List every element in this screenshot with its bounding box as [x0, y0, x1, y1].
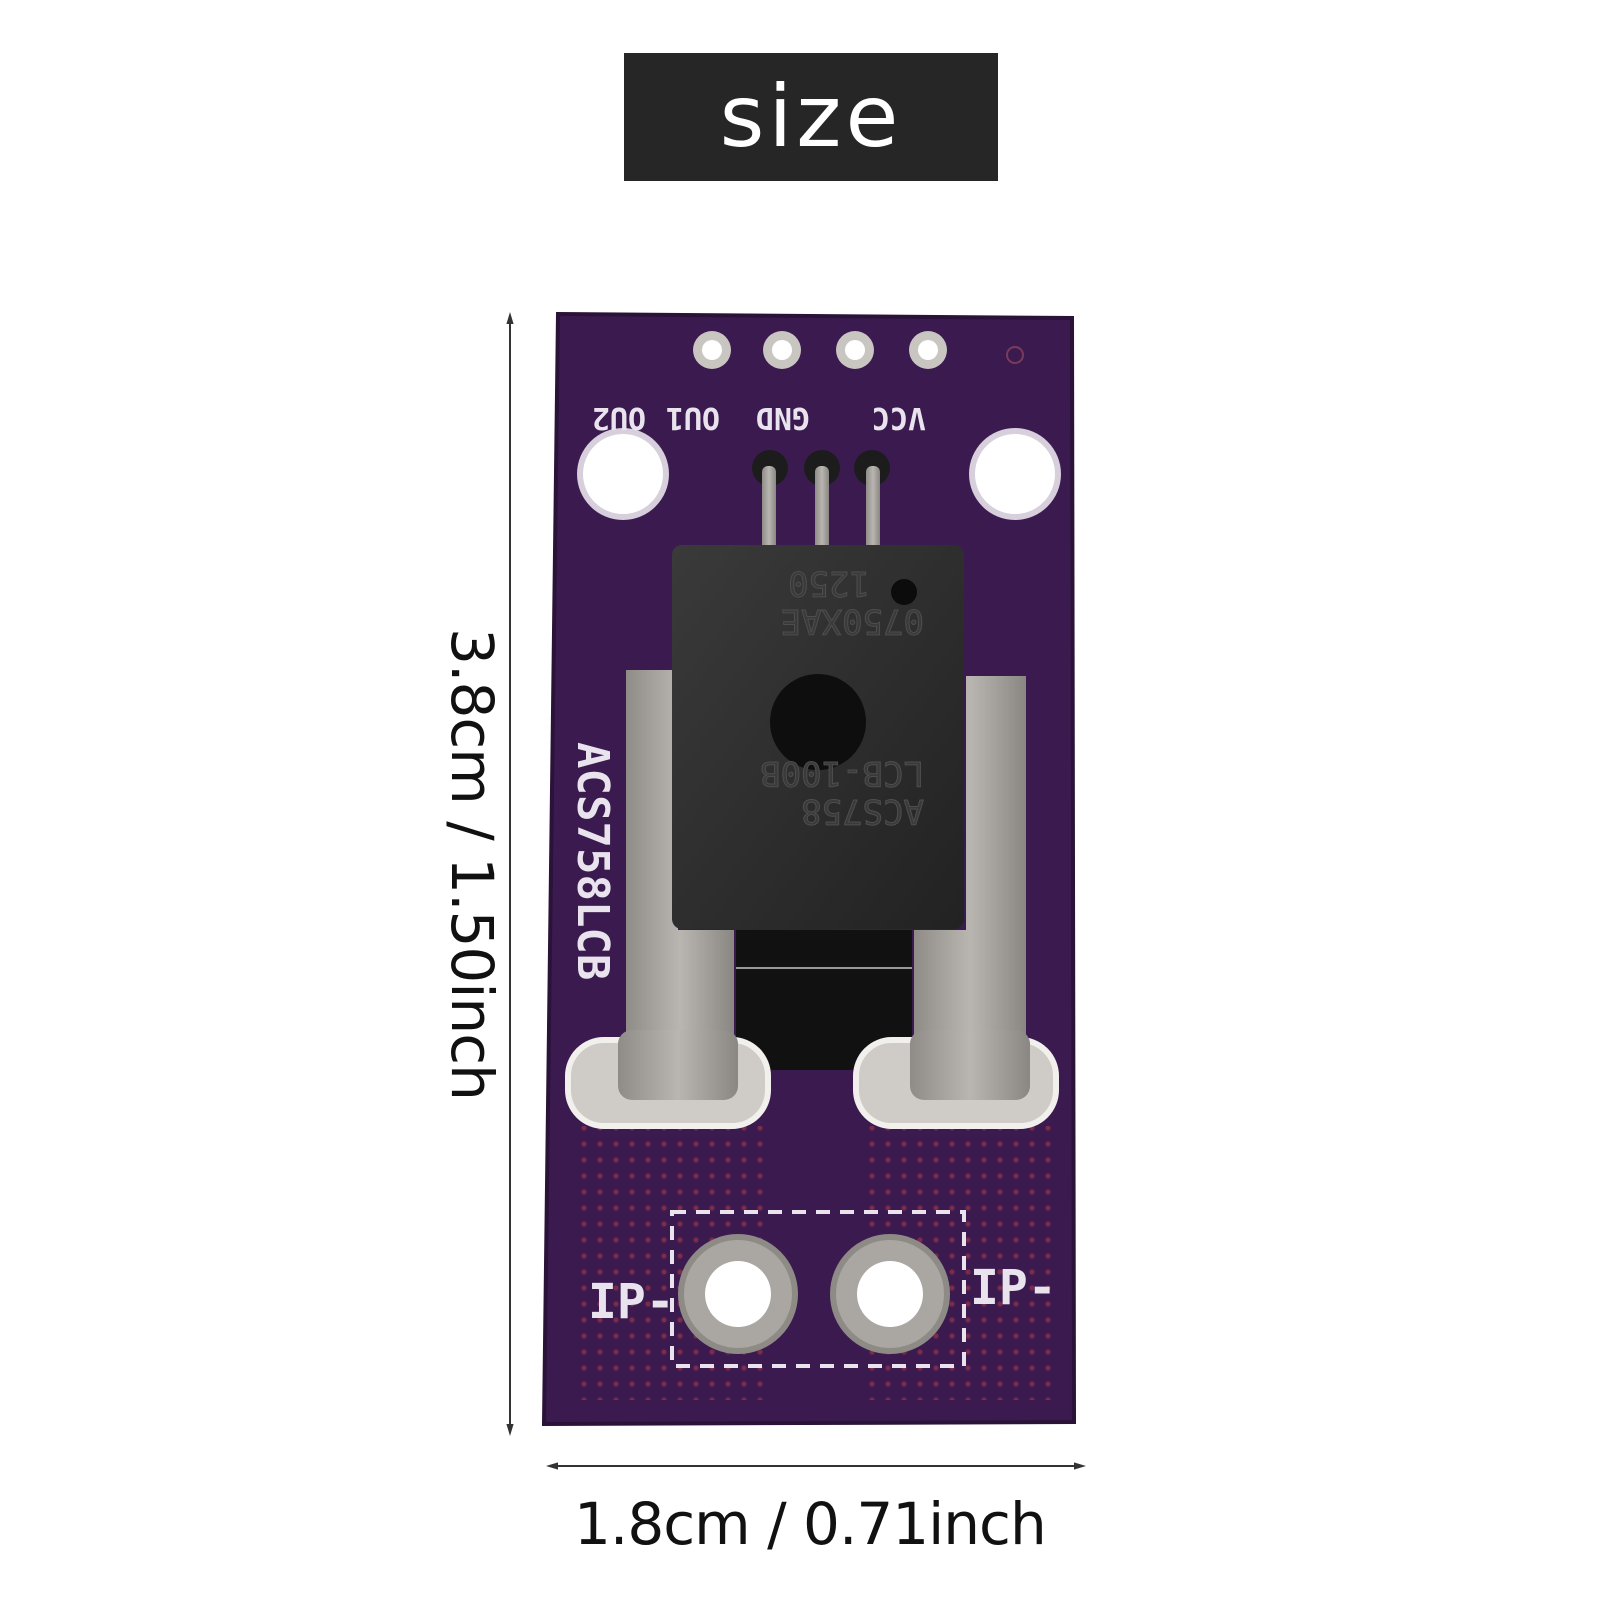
- title-text: size: [719, 67, 903, 167]
- busbar-right: [914, 676, 1026, 1066]
- chip-marking-line-2: LCB-100B: [760, 753, 924, 793]
- width-dimension-label: 1.8cm / 0.71inch: [574, 1490, 1047, 1558]
- header-pads: [693, 331, 1024, 369]
- screw-terminal-right: [830, 1234, 950, 1354]
- pin-pad-gnd: [836, 331, 874, 369]
- chip-marking-line-1: ACS758: [801, 791, 924, 831]
- pin-pad-vcc: [909, 331, 947, 369]
- sensor-leads: [752, 450, 890, 558]
- screw-terminal-left: [678, 1234, 798, 1354]
- mounting-hole-left: [577, 428, 669, 520]
- title-banner: size: [624, 53, 998, 181]
- busbar-left: [626, 670, 734, 1066]
- sensor-chip: [672, 545, 964, 929]
- pin-pad-ou2: [693, 331, 731, 369]
- chip-marking-line-3: 0750XAE: [781, 601, 924, 641]
- pin-label-vcc: VCC: [872, 400, 926, 435]
- pin-label-ou2: OU2: [592, 400, 646, 435]
- mounting-hole-right: [969, 428, 1061, 520]
- pin-pad-ou1: [763, 331, 801, 369]
- terminal-outline: [670, 1210, 966, 1368]
- height-dimension-label: 3.8cm / 1.50inch: [438, 628, 506, 1100]
- terminal-label-left: IP-: [588, 1274, 675, 1330]
- chip-marking-line-4: 1250: [788, 563, 870, 603]
- pin-label-gnd: GND: [756, 400, 810, 435]
- pin-label-ou1: OU1: [666, 400, 720, 435]
- part-label: ACS758LCB: [567, 742, 618, 980]
- terminal-label-right: IP-: [970, 1260, 1057, 1316]
